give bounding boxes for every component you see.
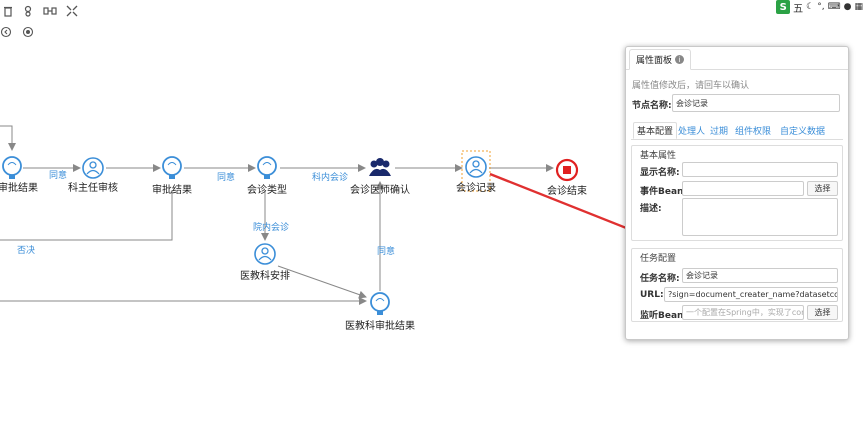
flow-canvas[interactable]: 医师审批结果 科主任审核 审批结果 会诊类型 会诊医师确认 会诊记录 会诊结束 … [0, 44, 865, 430]
toolbar [0, 0, 865, 22]
panel-tabs: 属性面板 i [626, 47, 848, 70]
edge-arrange-to-review[interactable] [277, 265, 367, 299]
subtab-custom-data[interactable]: 自定义数据 [780, 127, 826, 137]
subtab-basic[interactable]: 基本配置 [633, 122, 678, 139]
node-name-label: 节点名称: [632, 101, 672, 111]
delete-icon[interactable] [0, 3, 16, 19]
event-bean-input[interactable] [682, 181, 804, 196]
ime-status-bar: S 五 ☾ °, ⌨ ● ▦ [776, 0, 863, 15]
display-name-label: 显示名称: [640, 168, 680, 178]
task-name-label: 任务名称: [640, 274, 680, 284]
listener-bean-select-button[interactable]: 选择 [807, 305, 838, 320]
subtab-component-permission[interactable]: 组件权限 [735, 127, 772, 137]
event-bean-label: 事件Bean: [640, 187, 688, 197]
subtab-handler[interactable]: 处理人 [678, 127, 706, 137]
bulb-icon[interactable] [2, 156, 22, 179]
node-doctor-review-result[interactable]: 医师审批结果 [0, 183, 38, 194]
ime-mode-label[interactable]: 五 [793, 3, 804, 15]
moon-icon[interactable]: ☾ [806, 2, 815, 12]
zoom-icon[interactable] [20, 3, 36, 19]
bulb-icon[interactable] [257, 156, 277, 179]
stop-icon[interactable] [555, 158, 579, 182]
connect-icon[interactable] [42, 3, 58, 19]
punctuation-icon[interactable]: °, [817, 2, 825, 12]
node-medical-dept-review-result[interactable]: 医教科审批结果 [345, 321, 415, 332]
edge-reject[interactable] [0, 190, 173, 241]
ime-logo-icon[interactable]: S [776, 0, 791, 14]
user-task-icon[interactable] [254, 243, 276, 265]
user-icon[interactable]: ● [843, 2, 852, 12]
edge-label-agree-3[interactable]: 同意 [376, 247, 396, 257]
info-icon: i [675, 55, 685, 64]
description-label: 描述: [640, 204, 662, 214]
group-users-icon[interactable] [369, 158, 391, 176]
url-label: URL: [640, 290, 664, 300]
edge-label-in-dept[interactable]: 科内会诊 [311, 173, 349, 183]
fit-icon[interactable] [64, 3, 80, 19]
node-name-input[interactable]: 会诊记录 [672, 94, 840, 112]
listener-bean-label: 监听Bean: [640, 311, 688, 321]
node-consult-end[interactable]: 会诊结束 [547, 186, 587, 197]
user-task-icon[interactable] [465, 156, 487, 178]
prev-icon[interactable] [0, 26, 14, 40]
selection-box [461, 150, 491, 192]
user-task-icon[interactable] [82, 157, 104, 179]
record-icon[interactable] [22, 26, 36, 40]
basic-properties-group: 基本属性 显示名称: 事件Bean: 选择 描述: [631, 145, 843, 241]
bulb-icon[interactable] [162, 156, 182, 179]
properties-panel: 属性面板 i 属性值修改后，请回车以确认 节点名称: 会诊记录 基本配置 处理人… [625, 46, 849, 340]
edge-top-left[interactable] [0, 125, 16, 151]
url-input[interactable]: ?sign=document_creater_name?datasetcode=… [664, 287, 838, 302]
edge-label-agree-1[interactable]: 同意 [48, 171, 68, 181]
tab-properties[interactable]: 属性面板 i [629, 49, 692, 70]
mic-icon[interactable]: ⌨ [827, 2, 841, 12]
task-config-title: 任务配置 [640, 254, 677, 264]
tab-properties-label: 属性面板 [636, 56, 673, 66]
listener-bean-input[interactable]: 一个配置在Spring中，实现了com.bstek [682, 305, 804, 320]
edge-label-reject[interactable]: 否决 [16, 246, 36, 256]
node-consult-type[interactable]: 会诊类型 [247, 185, 287, 196]
event-bean-select-button[interactable]: 选择 [807, 181, 838, 196]
display-name-input[interactable] [682, 162, 838, 177]
node-consult-doctor-confirm[interactable]: 会诊医师确认 [350, 185, 410, 196]
flow-edges [0, 125, 554, 305]
bulb-icon[interactable] [370, 292, 390, 315]
task-name-input[interactable]: 会诊记录 [682, 268, 838, 283]
node-review-result[interactable]: 审批结果 [152, 185, 192, 196]
description-textarea[interactable] [682, 198, 838, 236]
edge-label-outside-consult[interactable]: 院内会诊 [252, 223, 290, 233]
subtab-expire[interactable]: 过期 [710, 127, 729, 137]
node-medical-dept-arrange[interactable]: 医教科安排 [240, 271, 290, 282]
grid-icon[interactable]: ▦ [854, 2, 863, 12]
basic-properties-title: 基本属性 [640, 151, 677, 161]
node-consult-record[interactable]: 会诊记录 [456, 183, 496, 194]
config-subtabs: 基本配置 处理人 过期 组件权限 自定义数据 [631, 122, 843, 140]
node-dept-head-review[interactable]: 科主任审核 [68, 183, 118, 194]
edge-label-agree-2[interactable]: 同意 [216, 173, 236, 183]
panel-hint: 属性值修改后，请回车以确认 [632, 81, 750, 91]
secondary-toolbar [0, 24, 200, 42]
task-config-group: 任务配置 任务名称: 会诊记录 URL: ?sign=document_crea… [631, 248, 843, 322]
